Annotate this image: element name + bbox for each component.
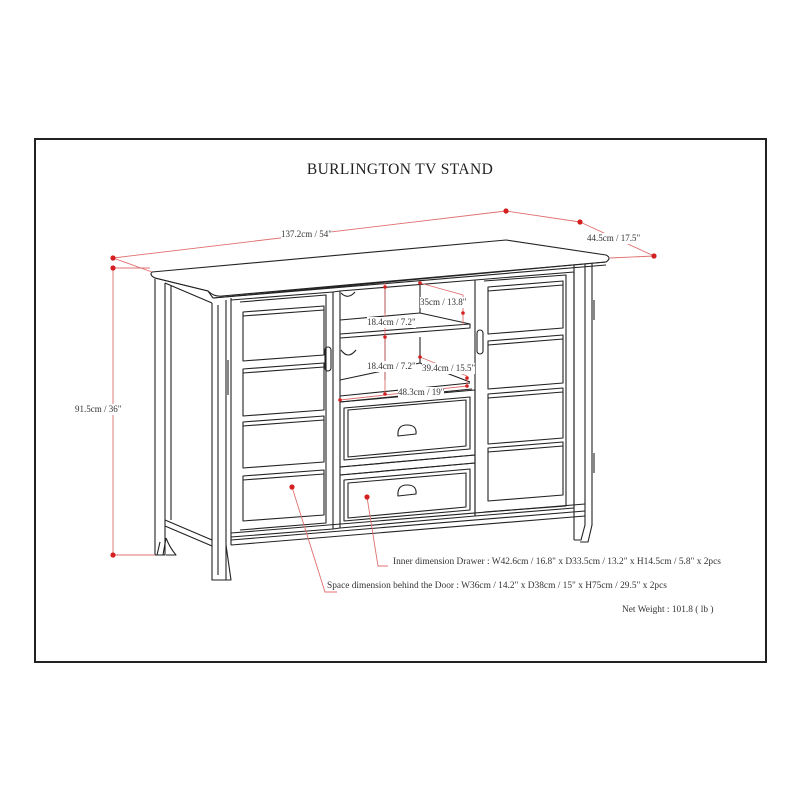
height-dimension-label: 91.5cm / 36" <box>75 404 122 415</box>
door-space-dimension-note: Space dimension behind the Door : W36cm … <box>327 581 667 591</box>
left-door <box>230 291 334 538</box>
top-shelf-depth-label: 35cm / 13.8" <box>420 297 467 308</box>
front-left-post <box>211 298 232 581</box>
lower-shelf-depth-label: 39.4cm / 15.5" <box>422 363 476 374</box>
diagram-title: BURLINGTON TV STAND <box>306 161 494 178</box>
lower-opening-height-label: 18.4cm / 7.2" <box>367 361 416 372</box>
top-opening-height-label: 18.4cm / 7.2" <box>367 317 416 328</box>
front-right-post <box>573 264 595 543</box>
width-dimension-label: 137.2cm / 54" <box>281 229 332 240</box>
drawer-inner-dimension-note: Inner dimension Drawer : W42.6cm / 16.8"… <box>393 557 721 567</box>
drawing-frame <box>34 138 767 663</box>
net-weight-note: Net Weight : 101.8 ( lb ) <box>622 605 714 615</box>
opening-width-label: 48.3cm / 19" <box>398 387 445 398</box>
dimension-dots <box>110 208 657 558</box>
right-door <box>474 271 575 517</box>
drawers <box>339 389 476 529</box>
left-side-panel <box>154 279 213 556</box>
bottom-rail <box>230 503 586 546</box>
depth-dimension-label: 44.5cm / 17.5" <box>587 233 641 244</box>
top-slab <box>150 239 610 299</box>
